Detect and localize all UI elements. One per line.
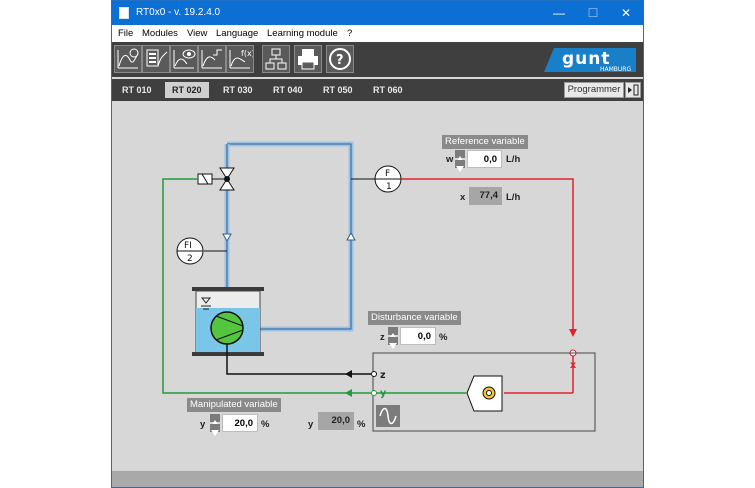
y-input[interactable]: 20,0 — [222, 414, 258, 432]
x-unit: L/h — [506, 192, 521, 203]
gunt-logo: gunt HAMBURG — [544, 44, 636, 75]
flow-arrow-up — [346, 231, 356, 241]
trend-plot-icon[interactable] — [114, 45, 142, 73]
x-value: 77,4 — [469, 187, 502, 205]
svg-text:gunt: gunt — [562, 49, 611, 69]
menu-bar: File Modules View Language Learning modu… — [112, 25, 643, 42]
minimize-button[interactable]: — — [553, 6, 565, 20]
menu-view[interactable]: View — [187, 28, 208, 39]
y-out-unit: % — [357, 419, 366, 430]
svg-text:HAMBURG: HAMBURG — [600, 66, 631, 73]
z-unit: % — [439, 332, 448, 343]
flow-sensor-f1: F 1 — [351, 165, 402, 193]
w-input[interactable]: 0,0 — [467, 150, 502, 168]
tab-rt050[interactable]: RT 050 — [323, 85, 353, 95]
step-plot-icon[interactable] — [198, 45, 226, 73]
process-diagram: FI 2 F 1 z — [162, 141, 596, 432]
panel-toggle-button[interactable] — [625, 82, 641, 98]
y-up-button[interactable] — [210, 414, 220, 426]
z-input[interactable]: 0,0 — [400, 327, 436, 345]
w-up-button[interactable] — [455, 150, 465, 162]
svg-text:FI: FI — [184, 241, 192, 251]
y-down-button[interactable] — [210, 424, 220, 436]
port-z: z — [380, 370, 386, 381]
pump — [210, 311, 244, 345]
menu-file[interactable]: File — [118, 28, 134, 39]
disturbance-line — [226, 344, 371, 375]
reference-variable-label: Reference variable — [442, 135, 528, 149]
window-title: RT0x0 - v. 19.2.4.0 — [136, 7, 221, 18]
svg-text:f(x): f(x) — [241, 49, 253, 58]
y-symbol: y — [200, 419, 206, 430]
y-out-value: 20,0 — [318, 412, 354, 430]
signal-generator-button — [376, 405, 400, 427]
tab-rt060[interactable]: RT 060 — [373, 85, 403, 95]
tab-rt020[interactable]: RT 020 — [165, 82, 209, 98]
y-out-symbol: y — [308, 419, 314, 430]
programmer-button[interactable]: Programmer — [564, 82, 624, 98]
svg-text:?: ? — [336, 53, 344, 68]
measured-signal-line — [401, 178, 574, 329]
app-window: RT0x0 - v. 19.2.4.0 — ☐ ✕ File Modules V… — [111, 0, 644, 488]
z-down-button[interactable] — [388, 337, 398, 349]
menu-help[interactable]: ? — [347, 28, 353, 39]
menu-learning-module[interactable]: Learning module — [267, 28, 338, 39]
flow-indicator-fi2: FI 2 — [176, 237, 227, 265]
status-bar — [112, 471, 643, 487]
w-down-button[interactable] — [455, 160, 465, 172]
x-symbol: x — [460, 192, 466, 203]
control-valve — [197, 167, 235, 191]
eye-plot-icon[interactable] — [170, 45, 198, 73]
monitor-plot-icon[interactable] — [142, 45, 170, 73]
manipulated-signal-line — [162, 178, 371, 394]
tab-rt030[interactable]: RT 030 — [223, 85, 253, 95]
app-icon — [119, 7, 129, 19]
w-unit: L/h — [506, 154, 521, 165]
menu-modules[interactable]: Modules — [142, 28, 178, 39]
y-unit: % — [261, 419, 270, 430]
w-spinner[interactable] — [455, 150, 465, 172]
toolbar: f(x) ? gunt HAMBURG — [112, 42, 643, 77]
controller-unit — [466, 375, 503, 412]
z-symbol: z — [380, 332, 385, 343]
menu-language[interactable]: Language — [216, 28, 259, 39]
svg-text:2: 2 — [187, 254, 193, 264]
manipulated-variable-label: Manipulated variable — [187, 398, 281, 412]
disturbance-variable-label: Disturbance variable — [368, 311, 461, 325]
water-tank — [192, 287, 264, 356]
close-button[interactable]: ✕ — [620, 6, 632, 20]
tab-rt010[interactable]: RT 010 — [122, 85, 152, 95]
flow-arrow-down — [222, 233, 232, 243]
z-spinner[interactable] — [388, 327, 398, 349]
printer-icon[interactable] — [294, 45, 322, 73]
svg-text:F: F — [385, 169, 390, 179]
network-icon[interactable] — [262, 45, 290, 73]
maximize-button[interactable]: ☐ — [587, 6, 599, 20]
function-plot-icon[interactable]: f(x) — [226, 45, 255, 73]
z-up-button[interactable] — [388, 327, 398, 339]
y-spinner[interactable] — [210, 414, 220, 436]
module-tabs: RT 010 RT 020 RT 030 RT 040 RT 050 RT 06… — [112, 79, 643, 101]
tab-rt040[interactable]: RT 040 — [273, 85, 303, 95]
help-icon[interactable]: ? — [326, 45, 354, 73]
port-y: y — [380, 388, 387, 399]
svg-text:1: 1 — [386, 182, 392, 192]
title-bar: RT0x0 - v. 19.2.4.0 — ☐ ✕ — [112, 1, 643, 25]
w-symbol: w — [446, 154, 454, 165]
port-x: x — [570, 360, 576, 371]
